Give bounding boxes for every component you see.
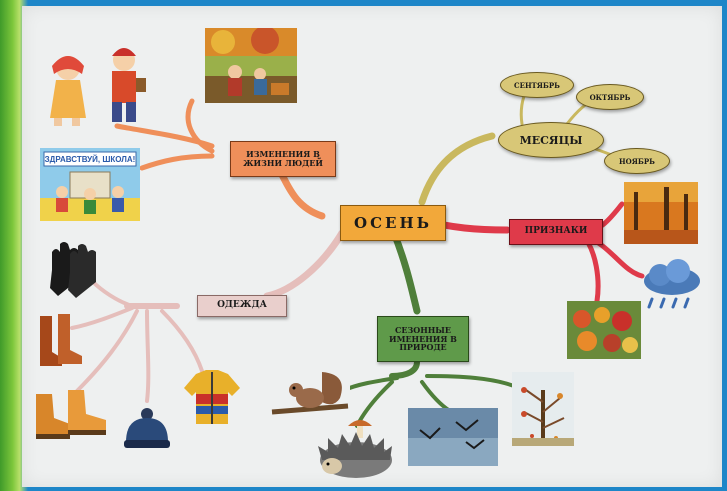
children-figures: [50, 48, 146, 126]
family-autumn-photo: [205, 28, 297, 103]
mind-map-board: ЗДРАВСТВУЙ, ШКОЛА!: [22, 6, 722, 487]
people-line-to-school: [139, 153, 215, 171]
branch-node-clothes: ОДЕЖДА: [197, 295, 287, 317]
boots-icon: [40, 314, 82, 366]
nature-line-tree: [425, 374, 516, 388]
nature-hub: [389, 359, 420, 379]
flying-birds-photo: [408, 408, 498, 466]
month-node-september: СЕНТЯБРЬ: [500, 72, 574, 98]
nature-line-birds: [420, 380, 452, 413]
clothes-line-shoes: [75, 309, 139, 393]
hat-icon: [124, 408, 170, 448]
autumn-shoes-icon: [36, 390, 106, 439]
jacket-icon: [184, 370, 240, 424]
harvest-photo: [567, 301, 641, 359]
clothes-trunk: [263, 229, 346, 300]
month-node-october: ОКТЯБРЬ: [576, 84, 644, 110]
school-sign-text: ЗДРАВСТВУЙ, ШКОЛА!: [45, 155, 136, 164]
clothes-line-boots: [70, 306, 134, 330]
gloves-icon: [50, 242, 96, 298]
rain-cloud-icon: [644, 259, 700, 309]
clothes-line-gloves: [90, 279, 134, 308]
people-line-to-photo: [185, 98, 215, 154]
hedgehog-mushroom-picture: [318, 420, 392, 478]
people-line-to-kids: [114, 123, 215, 149]
branch-node-months: МЕСЯЦЫ: [498, 122, 604, 158]
clothes-line-hat: [145, 309, 151, 403]
months-trunk: [418, 132, 496, 206]
branch-node-nature-changes: СЕЗОННЫЕ ИМЕНЕНИЯ В ПРИРОДЕ: [377, 316, 469, 362]
autumn-forest-photo: [624, 182, 698, 244]
nature-trunk: [390, 229, 421, 315]
clothes-branch-lines: [70, 229, 346, 403]
bare-tree-picture: [512, 372, 574, 446]
clothes-line-jacket: [160, 309, 204, 373]
center-node-autumn: ОСЕНЬ: [340, 205, 446, 241]
month-node-november: НОЯБРЬ: [604, 148, 670, 174]
branch-node-signs: ПРИЗНАКИ: [509, 219, 603, 245]
school-greeting-picture: ЗДРАВСТВУЙ, ШКОЛА!: [40, 148, 140, 221]
squirrel-picture: [270, 368, 350, 424]
branch-node-people-life: ИЗМЕНЕНИЯ В ЖИЗНИ ЛЮДЕЙ: [230, 141, 336, 177]
